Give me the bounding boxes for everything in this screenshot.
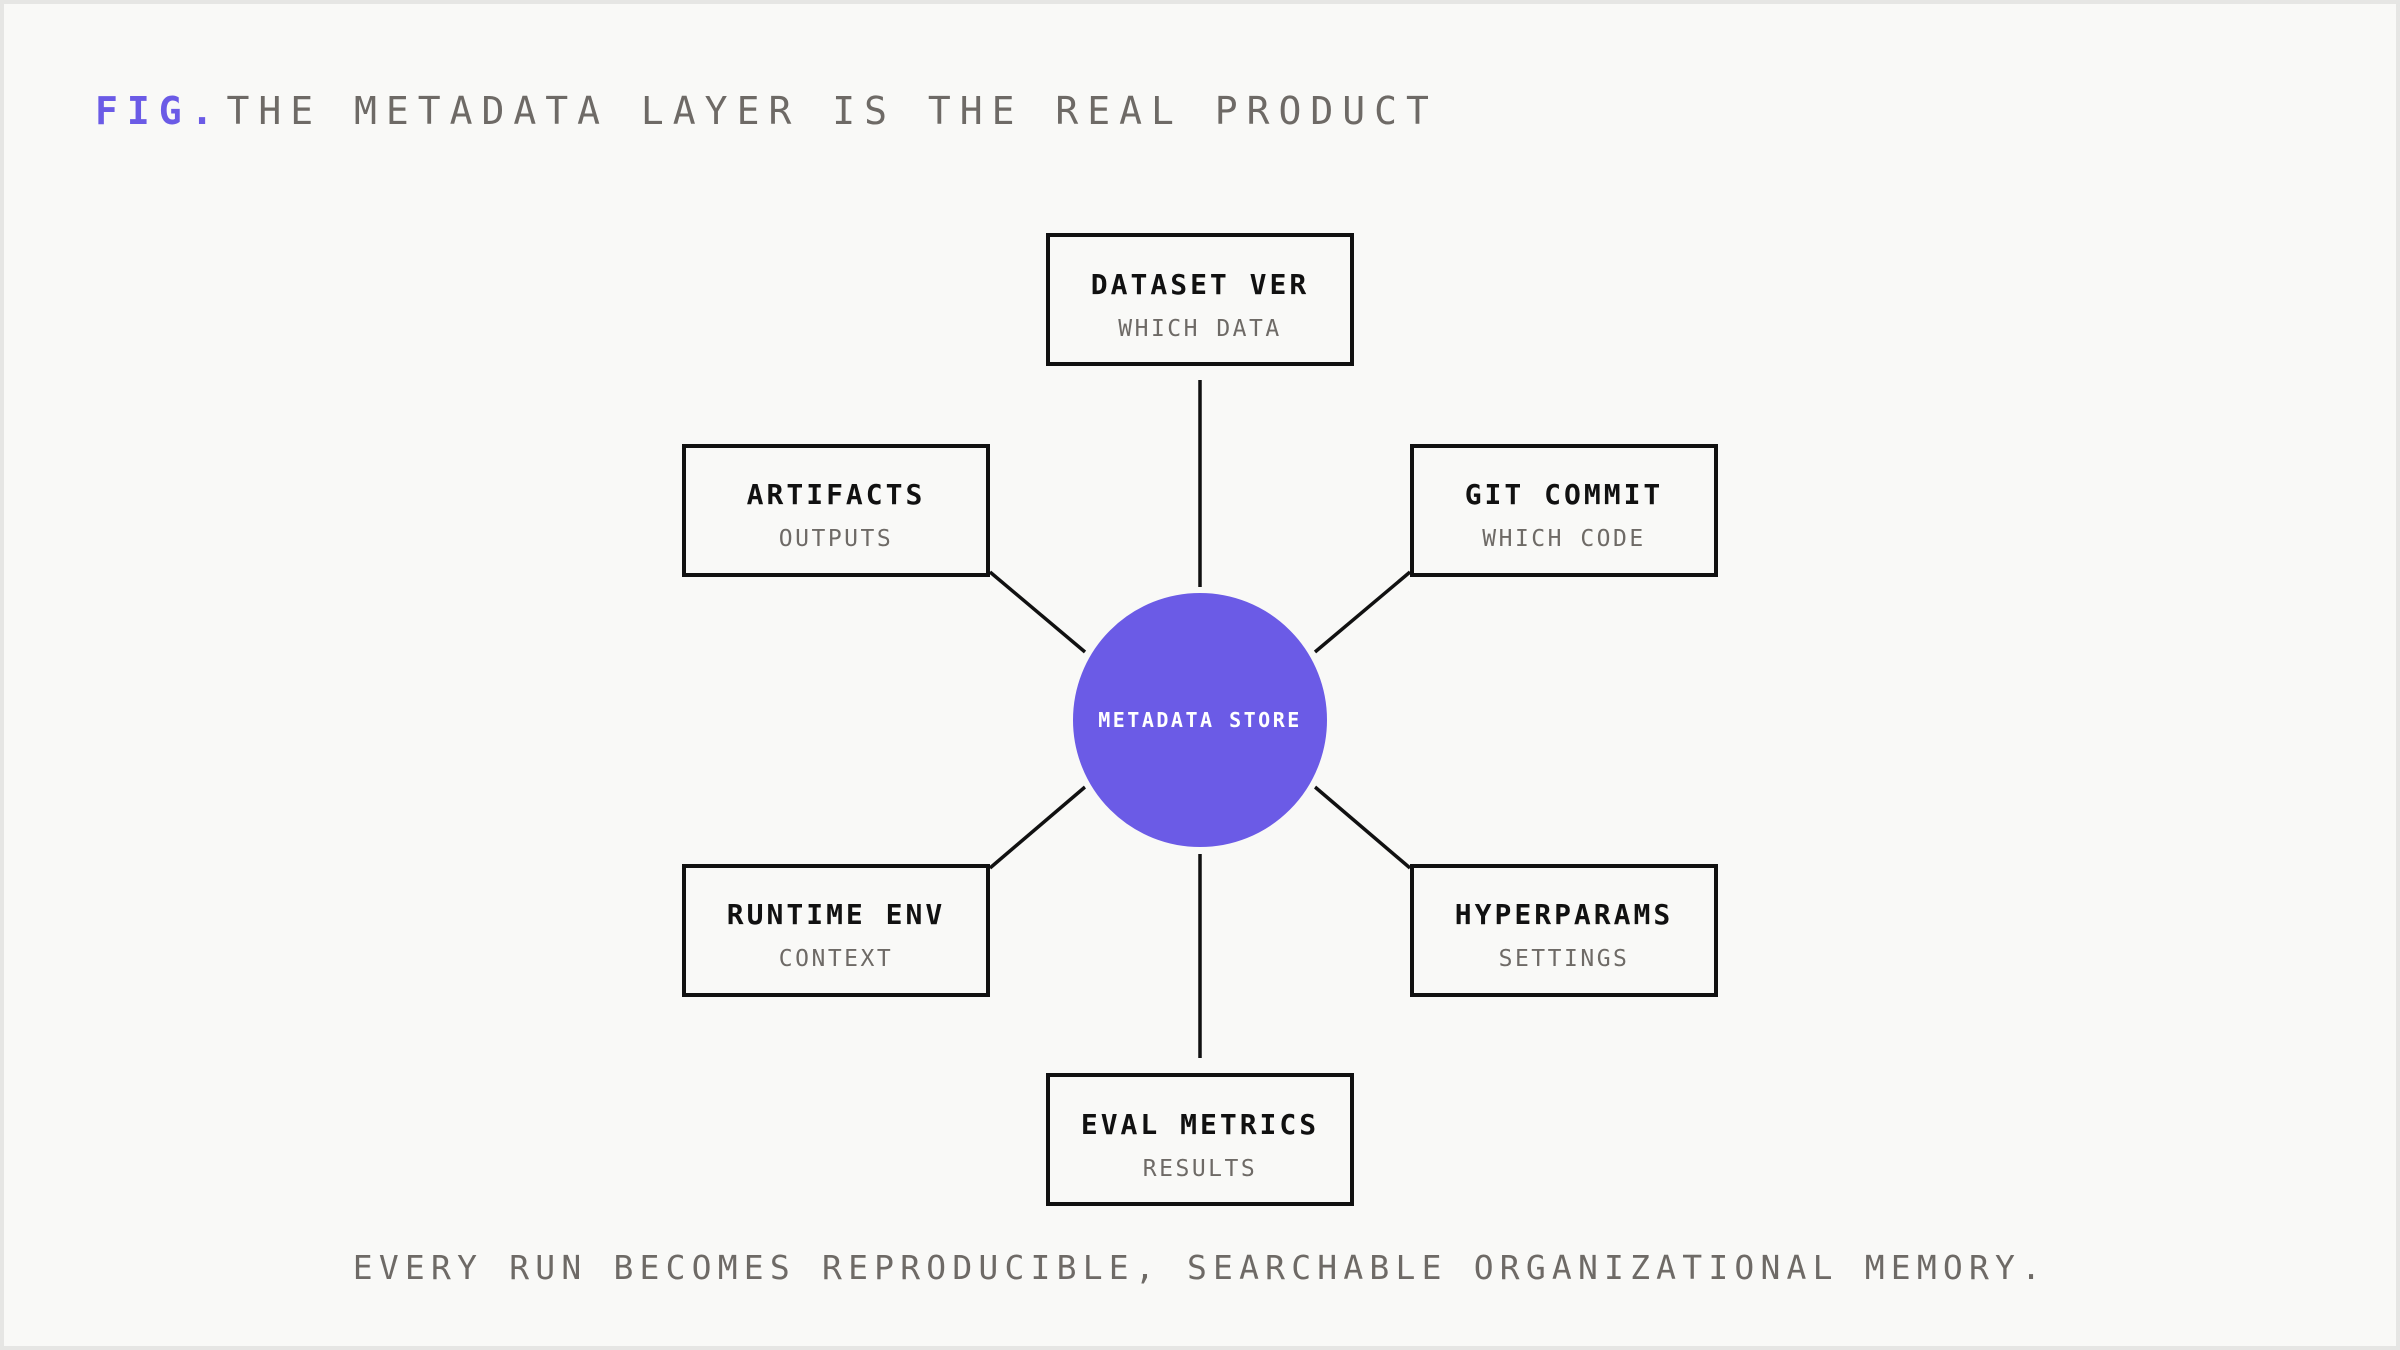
connector-hyper xyxy=(1313,785,1412,870)
node-eval: EVAL METRICS RESULTS xyxy=(1046,1073,1354,1206)
node-git-subtitle: WHICH CODE xyxy=(1482,526,1645,552)
node-artifacts-subtitle: OUTPUTS xyxy=(779,526,893,552)
node-hyper-title: HYPERPARAMS xyxy=(1455,898,1673,931)
figure-title-text: THE METADATA LAYER IS THE REAL PRODUCT xyxy=(226,89,1438,133)
node-dataset-box xyxy=(1046,233,1354,366)
node-hyper: HYPERPARAMS SETTINGS xyxy=(1410,864,1718,997)
figure-caption: EVERY RUN BECOMES REPRODUCIBLE, SEARCHAB… xyxy=(352,1248,2048,1287)
node-artifacts: ARTIFACTS OUTPUTS xyxy=(682,444,990,577)
node-eval-box xyxy=(1046,1073,1354,1206)
node-git-box xyxy=(1410,444,1718,577)
node-dataset: DATASET VER WHICH DATA xyxy=(1046,233,1354,366)
figure-prefix: FIG. xyxy=(95,89,223,133)
node-artifacts-box xyxy=(682,444,990,577)
node-artifacts-title: ARTIFACTS xyxy=(747,478,926,511)
connector-runtime xyxy=(988,785,1087,870)
connector-artifacts xyxy=(988,570,1087,654)
hub-circle xyxy=(1067,587,1333,853)
node-eval-title: EVAL METRICS xyxy=(1081,1108,1319,1141)
node-hyper-subtitle: SETTINGS xyxy=(1499,946,1630,972)
connector-git xyxy=(1313,570,1412,654)
node-runtime-subtitle: CONTEXT xyxy=(779,946,893,972)
hub-label: METADATA STORE xyxy=(1098,708,1302,732)
node-dataset-title: DATASET VER xyxy=(1091,268,1309,301)
node-git: GIT COMMIT WHICH CODE xyxy=(1410,444,1718,577)
node-dataset-subtitle: WHICH DATA xyxy=(1118,316,1281,342)
figure-title: FIG.THE METADATA LAYER IS THE REAL PRODU… xyxy=(95,86,1438,136)
node-git-title: GIT COMMIT xyxy=(1465,478,1664,511)
node-runtime-title: RUNTIME ENV xyxy=(727,898,945,931)
node-hyper-box xyxy=(1410,864,1718,997)
node-eval-subtitle: RESULTS xyxy=(1143,1156,1257,1182)
node-runtime: RUNTIME ENV CONTEXT xyxy=(682,864,990,997)
node-runtime-box xyxy=(682,864,990,997)
